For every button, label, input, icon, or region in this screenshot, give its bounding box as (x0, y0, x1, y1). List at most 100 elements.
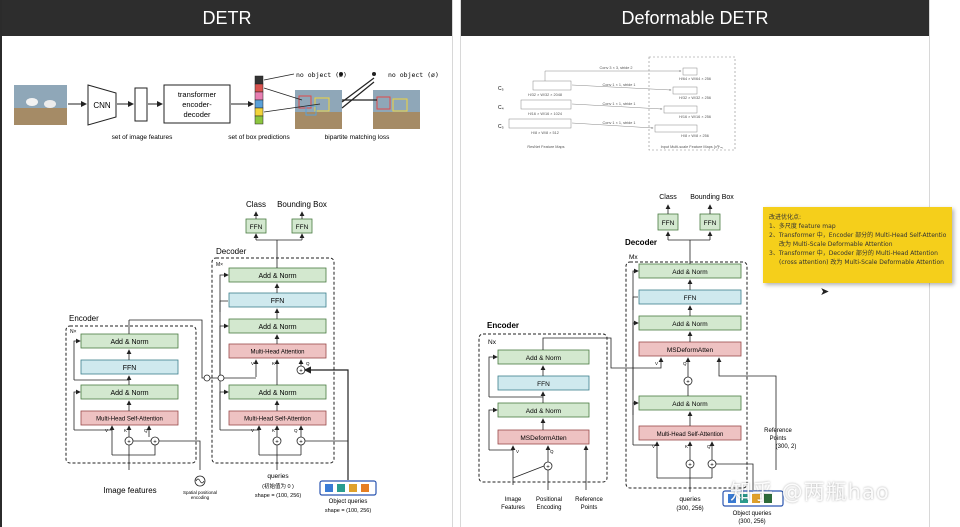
deform-ref-points-2: Points (770, 436, 787, 442)
multiscale-feature-maps: C₅ C₄ C₃ H/32 × W/32 × 2048 H/16 × W/16 … (498, 56, 736, 151)
out-3: H/16 × W/16 × 256 (679, 115, 711, 119)
deform-dec-addnorm-2-label: Add & Norm (672, 321, 707, 328)
detr-dec-mhsa (228, 410, 327, 426)
cnn-block (87, 84, 117, 126)
dim-c3: H/8 × W/8 × 512 (531, 131, 559, 135)
svg-text:+: + (299, 369, 303, 375)
detr-class-label: Class (246, 200, 266, 209)
mouse-cursor-icon: ➤ (820, 286, 830, 298)
detr-dec-mhsa-label: Multi-Head Self-Attention (244, 417, 311, 423)
svg-text:+: + (546, 465, 550, 471)
conv-1: Conv 3 × 3, stride 2 (599, 66, 632, 70)
deform-image-label-2: Features (501, 505, 525, 511)
note-item-2a: 2、Transformer 中，Encoder 部分的 Multi-Head S… (769, 232, 946, 239)
multiscale-frame (648, 56, 736, 151)
conv-2: Conv 1 × 1, stride 1 (602, 83, 635, 87)
no-object-label-2: no object (ø) (388, 71, 439, 79)
detr-architecture: Encoder Decoder N× M× Add & Norm FFN Add… (65, 200, 377, 514)
detr-dec-mha (228, 343, 327, 359)
detr-queries-shape: shape = (100, 256) (255, 493, 301, 499)
deform-enc-addnorm-top-label: Add & Norm (526, 355, 561, 362)
deform-reference-1: Reference (575, 497, 603, 503)
deform-n-label: Nx (488, 339, 497, 346)
svg-text:+: + (686, 380, 690, 386)
dim-c4: H/16 × W/16 × 1024 (528, 112, 562, 116)
deform-m-label: Mx (629, 254, 638, 261)
deform-enc-addnorm-top (497, 349, 590, 365)
deform-object-queries-label: Object queries (733, 511, 772, 517)
deform-image-label-1: Image (505, 497, 522, 503)
note-item-2b: 改为 Multi-Scale Deformable Attention (779, 241, 893, 248)
detr-panel: DETR CNN transformer encoder- d (0, 0, 453, 527)
detr-dec-addnorm-1-label: Add & Norm (258, 273, 296, 280)
detr-dec-q: Q (294, 428, 298, 433)
deform-dec-ffn-label: FFN (684, 295, 697, 302)
detr-object-queries-label: Object queries (329, 499, 368, 505)
transformer-label-1: transformer (178, 90, 217, 99)
transformer-label-3: decoder (183, 110, 211, 119)
deform-dec-addnorm-3-label: Add & Norm (672, 401, 707, 408)
set-predictions-caption: set of box predictions (228, 134, 290, 141)
deform-bbox-ffn-label: FFN (704, 220, 717, 227)
deform-ref-points-shape: (300, 2) (776, 444, 797, 450)
deform-class-ffn-label: FFN (662, 220, 675, 227)
detr-diagram: CNN transformer encoder- decoder (14, 71, 439, 514)
detr-queries-init: (初始值为 0 ) (262, 482, 294, 490)
set-features-caption: set of image features (112, 134, 173, 141)
deform-enc-addnorm-bottom (497, 402, 590, 418)
note-title: 改进优化点: (769, 214, 802, 221)
detr-class-ffn-label: FFN (250, 224, 263, 231)
prediction-stack (254, 75, 264, 125)
svg-text:+: + (275, 440, 279, 446)
detr-encoder-label: Encoder (69, 314, 99, 323)
detr-enc-ffn-label: FFN (123, 365, 137, 372)
c3-label: C₃ (498, 124, 504, 130)
detr-image-features-label: Image features (103, 486, 156, 495)
detr-encoder-frame (65, 325, 197, 464)
out-1: H/64 × W/64 × 256 (679, 77, 711, 81)
deformable-detr-title: Deformable DETR (461, 0, 929, 36)
detr-dec-addnorm-3-label: Add & Norm (258, 390, 296, 397)
deform-dec-k: K (685, 444, 688, 449)
deform-dec-ms-v: V (655, 361, 658, 366)
deform-positional-2: Encoding (536, 505, 561, 511)
deform-enc-addnorm-bottom-label: Add & Norm (526, 408, 561, 415)
detr-dec-addnorm-2 (228, 318, 327, 334)
deform-dec-ms-q: Q (683, 361, 687, 366)
deform-dec-msdeform-label: MSDeformAtten (667, 347, 714, 354)
detr-title: DETR (2, 0, 452, 36)
detr-dec-addnorm-3 (228, 384, 327, 400)
detr-n-label: N× (70, 329, 77, 335)
detr-bbox-ffn-label: FFN (296, 224, 309, 231)
deform-dec-addnorm-1-label: Add & Norm (672, 269, 707, 276)
improvement-note: 改进优化点: 1、多尺度 feature map 2、Transformer 中… (763, 207, 952, 283)
deform-encoder-label: Encoder (487, 321, 519, 330)
deform-dec-v: V (652, 444, 655, 449)
spatial-encoding-label-2: encoding (191, 495, 210, 500)
detr-enc-q: Q (144, 428, 148, 433)
detr-dec-mha-label: Multi-Head Attention (250, 350, 304, 356)
detr-enc-v: V (105, 428, 108, 433)
detr-dec-addnorm-1 (228, 267, 327, 283)
detr-dec-addnorm-2-label: Add & Norm (258, 324, 296, 331)
detr-enc-ffn (80, 359, 179, 375)
transformer-block (163, 84, 231, 124)
detr-dec-ffn-label: FFN (271, 298, 285, 305)
detr-bbox-label: Bounding Box (277, 200, 327, 209)
matching-loss-caption: bipartite matching loss (325, 134, 390, 141)
svg-text:+: + (710, 463, 714, 469)
detr-dec-k: K (272, 428, 275, 433)
c5-label: C₅ (498, 86, 504, 92)
c4-label: C₄ (498, 105, 504, 111)
watermark: 知乎 @两瓶hao (730, 480, 890, 504)
svg-text:+: + (688, 463, 692, 469)
detr-enc-addnorm-top-label: Add & Norm (110, 339, 148, 346)
deformable-detr-diagram: C₅ C₄ C₃ H/32 × W/32 × 2048 H/16 × W/16 … (478, 56, 797, 525)
detr-dec-ffn (228, 292, 327, 308)
deform-enc-msdeform (497, 429, 590, 445)
deformable-architecture: Encoder Decoder Nx Mx Add & Norm FFN Add… (478, 194, 797, 525)
deform-enc-q: Q (550, 449, 554, 454)
detr-dec-mha-k: K (272, 361, 275, 366)
deform-dec-mhsa-label: Multi-Head Self-Attention (657, 432, 724, 438)
detr-decoder-frame (211, 257, 335, 464)
